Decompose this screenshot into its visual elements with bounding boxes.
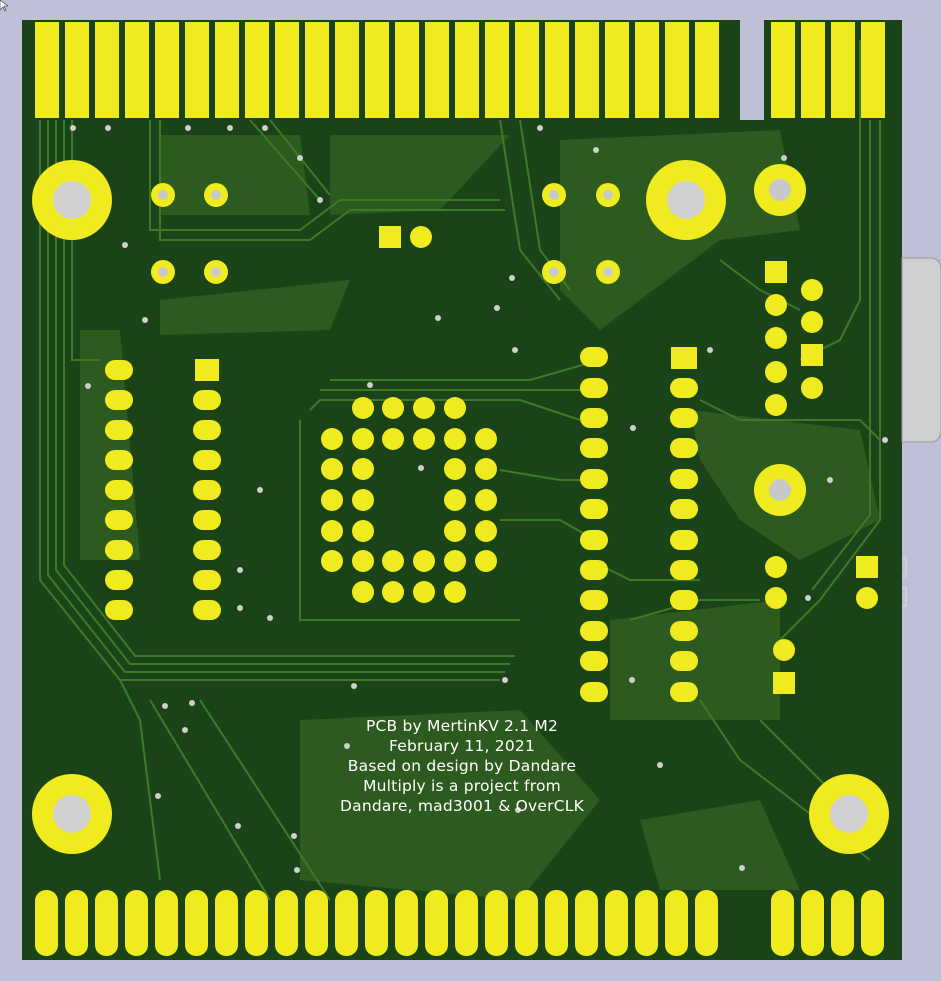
silkscreen-text: PCB by MertinKV 2.1 M2 February 11, 2021…	[262, 716, 662, 816]
dip-pads-left	[105, 360, 221, 620]
square-pads	[195, 226, 878, 694]
connector-outline-marks	[902, 557, 907, 607]
through-hole-pads	[151, 164, 878, 661]
side-connector	[901, 257, 941, 443]
silkscreen-line-2: February 11, 2021	[388, 737, 536, 755]
top-notch	[740, 0, 764, 120]
vias	[70, 125, 888, 873]
plcc-socket-pads	[321, 397, 497, 603]
mounting-holes	[32, 160, 889, 854]
pad-holes	[158, 179, 791, 501]
silkscreen-line-5: Dandare, mad3001 & OverCLK	[340, 797, 584, 815]
mounting-hole-top-right	[646, 160, 726, 240]
mounting-hole-bottom-left	[32, 774, 112, 854]
top-edge-fingers	[35, 22, 885, 118]
silkscreen-line-4: Multiply is a project from	[363, 777, 561, 795]
mounting-hole-bottom-right	[809, 774, 889, 854]
mouse-cursor-icon	[0, 0, 8, 12]
bottom-edge-fingers	[35, 890, 884, 956]
copper-traces	[39, 40, 881, 901]
dip-pads-right	[580, 347, 698, 702]
silkscreen-line-3: Based on design by Dandare	[347, 757, 577, 775]
silkscreen-line-1: PCB by MertinKV 2.1 M2	[365, 717, 559, 735]
mounting-hole-top-left	[32, 160, 112, 240]
